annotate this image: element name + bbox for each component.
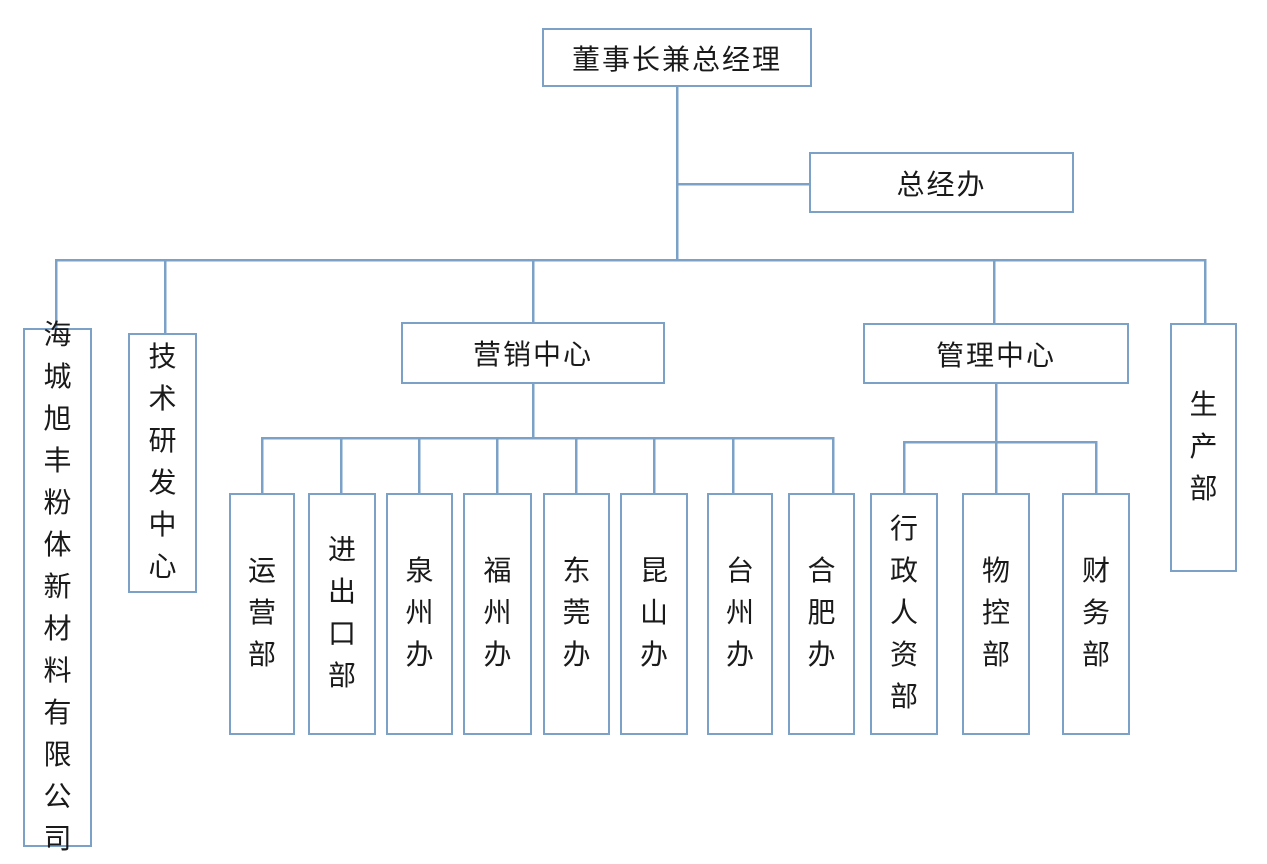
box-dongguan-office: 东 莞 办: [543, 493, 610, 735]
box-management-center: 管理中心: [863, 323, 1129, 384]
box-marketing-center: 营销中心: [401, 322, 665, 384]
box-label: 董事长兼总经理: [571, 44, 782, 76]
box-fuzhou-office: 福 州 办: [463, 493, 532, 735]
box-label: 技 术 研 发 中 心: [148, 342, 177, 583]
box-label: 总经办: [896, 169, 987, 201]
box-gm-office: 总经办: [809, 152, 1074, 213]
box-kunshan-office: 昆 山 办: [620, 493, 688, 735]
box-operations-dept: 运 营 部: [229, 493, 295, 735]
box-label: 财 务 部: [1081, 556, 1110, 671]
box-label: 福 州 办: [483, 556, 512, 671]
box-label: 台 州 办: [725, 556, 754, 671]
box-label: 海 城 旭 丰 粉 体 新 材 料 有 限 公 司: [43, 319, 72, 855]
box-finance-dept: 财 务 部: [1062, 493, 1130, 735]
box-label: 物 控 部: [981, 556, 1010, 671]
box-label: 生 产 部: [1189, 389, 1218, 505]
box-label: 营销中心: [472, 340, 593, 371]
box-label: 行 政 人 资 部: [889, 514, 918, 713]
box-material-control-dept: 物 控 部: [962, 493, 1030, 735]
box-hefei-office: 合 肥 办: [788, 493, 855, 735]
box-label: 昆 山 办: [639, 556, 668, 671]
box-chairman: 董事长兼总经理: [542, 28, 812, 87]
box-label: 进 出 口 部: [327, 535, 356, 692]
box-label: 合 肥 办: [807, 556, 836, 671]
box-label: 东 莞 办: [562, 556, 591, 671]
box-label: 运 营 部: [247, 556, 276, 671]
box-taizhou-office: 台 州 办: [707, 493, 773, 735]
box-label: 泉 州 办: [405, 556, 434, 671]
box-import-export-dept: 进 出 口 部: [308, 493, 376, 735]
box-tech-rd-center: 技 术 研 发 中 心: [128, 333, 197, 593]
box-quanzhou-office: 泉 州 办: [386, 493, 453, 735]
box-admin-hr-dept: 行 政 人 资 部: [870, 493, 938, 735]
box-label: 管理中心: [935, 340, 1056, 372]
box-company-name: 海 城 旭 丰 粉 体 新 材 料 有 限 公 司: [23, 320, 92, 855]
box-production-dept: 生 产 部: [1170, 323, 1237, 572]
